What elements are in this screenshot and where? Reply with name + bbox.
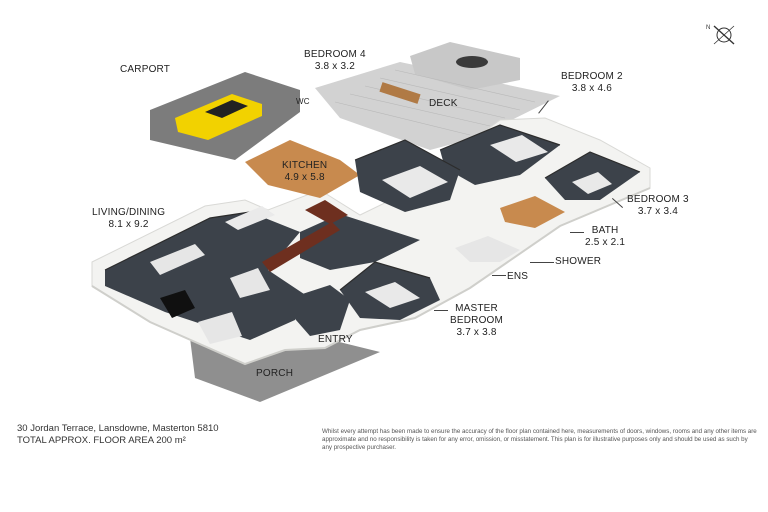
sofa-3 bbox=[198, 312, 242, 344]
bath-floor bbox=[500, 196, 565, 228]
compass-north-label: N bbox=[706, 25, 710, 31]
leader-bath bbox=[570, 232, 584, 233]
living-dining-floor bbox=[105, 212, 310, 340]
floor-area-text: TOTAL APPROX. FLOOR AREA 200 m² bbox=[17, 435, 186, 446]
bed-master bbox=[365, 282, 420, 308]
room-label-porch: PORCH bbox=[256, 368, 294, 379]
disclaimer-text: Whilst every attempt has been made to en… bbox=[322, 428, 757, 451]
sofa bbox=[150, 244, 205, 275]
divider-cabinet bbox=[262, 222, 340, 272]
room-label-carport: CARPORT bbox=[120, 64, 171, 75]
fireplace bbox=[160, 290, 195, 318]
sofa-2 bbox=[230, 268, 270, 298]
address-text: 30 Jordan Terrace, Lansdowne, Masterton … bbox=[17, 423, 219, 434]
deck-lounger bbox=[379, 82, 421, 104]
bedroom-2-floor bbox=[440, 125, 560, 185]
address-block: 30 Jordan Terrace, Lansdowne, Masterton … bbox=[17, 423, 219, 447]
compass-icon: N bbox=[704, 22, 736, 46]
entry-floor bbox=[290, 285, 350, 336]
room-label-ens: ENS bbox=[507, 271, 529, 282]
ens-floor bbox=[455, 236, 520, 262]
car bbox=[175, 94, 262, 140]
bed-3 bbox=[572, 172, 612, 194]
kitchen-floor bbox=[245, 140, 360, 198]
kitchen-cabinet bbox=[305, 200, 348, 224]
deck-table bbox=[456, 56, 488, 68]
leader-ens bbox=[492, 275, 506, 276]
leader-shower bbox=[530, 262, 554, 263]
leader-master bbox=[434, 310, 448, 311]
room-label-wc: WC bbox=[296, 97, 310, 106]
bed-2 bbox=[490, 135, 548, 162]
bed-4 bbox=[382, 166, 448, 198]
dining-table bbox=[225, 206, 275, 230]
room-label-entry: ENTRY bbox=[318, 334, 353, 345]
room-label-shower: SHOWER bbox=[555, 256, 602, 267]
room-label-deck: DECK bbox=[429, 98, 458, 109]
